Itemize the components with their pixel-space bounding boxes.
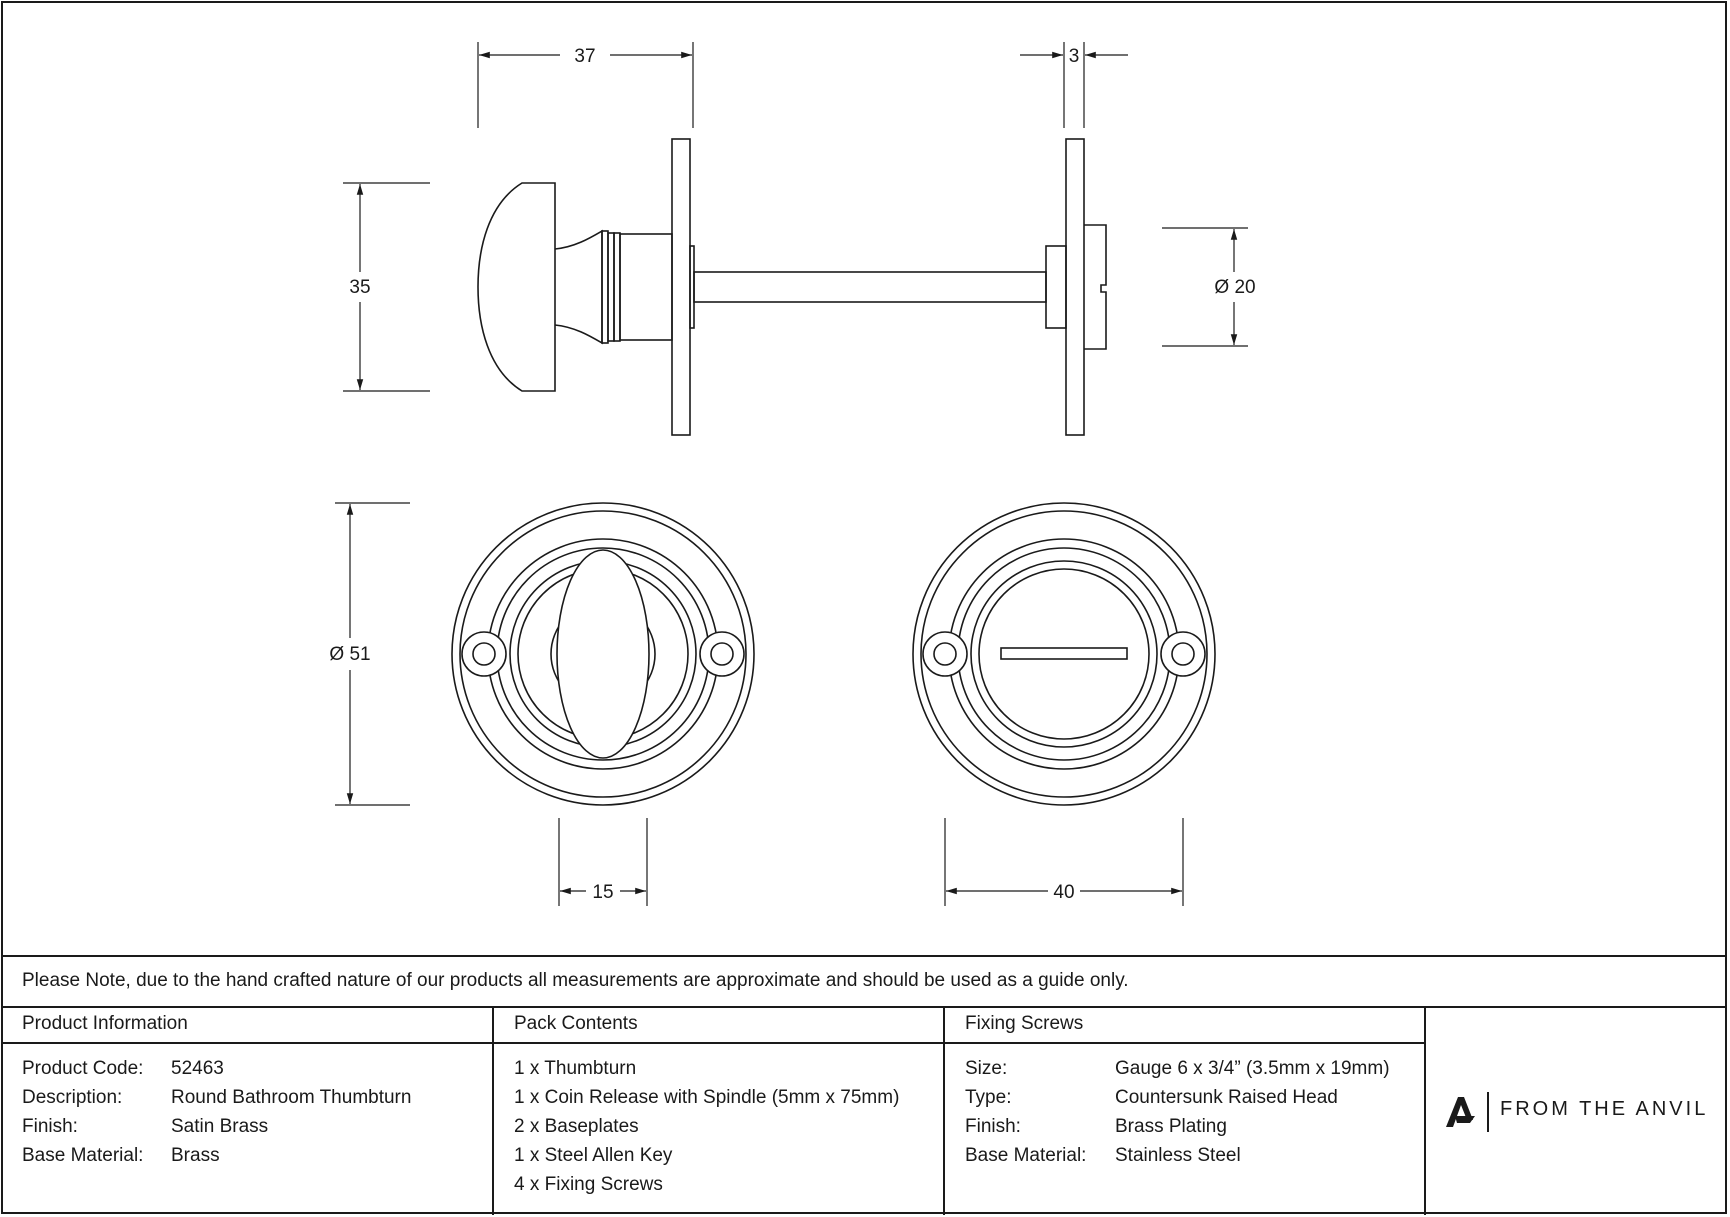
finish-value: Satin Brass bbox=[171, 1116, 269, 1137]
dimension-lines bbox=[335, 42, 1248, 906]
release-ring-4 bbox=[978, 568, 1150, 740]
spindle bbox=[693, 271, 1047, 303]
dim-3-label: 3 bbox=[1069, 46, 1080, 67]
pack-item: 1 x Thumbturn bbox=[514, 1058, 637, 1079]
screw-finish-label: Finish: bbox=[965, 1116, 1021, 1137]
table-top-border bbox=[1, 955, 1727, 957]
anvil-a-logo-icon bbox=[1446, 1097, 1475, 1127]
thumbturn-lever bbox=[556, 549, 650, 759]
thumbturn-side-view bbox=[477, 138, 1107, 436]
pack-item: 2 x Baseplates bbox=[514, 1116, 639, 1137]
screw-lug-right-2 bbox=[1160, 631, 1206, 677]
dim-35-label: 35 bbox=[349, 277, 370, 298]
logo-divider bbox=[1487, 1092, 1489, 1132]
coin-slot bbox=[1000, 647, 1128, 660]
column-divider-1 bbox=[492, 1006, 494, 1215]
base-material-value: Brass bbox=[171, 1145, 220, 1166]
baseplate-left-side bbox=[671, 138, 691, 436]
thumbturn-rose bbox=[619, 233, 673, 341]
pack-item: 1 x Coin Release with Spindle (5mm x 75m… bbox=[514, 1087, 900, 1108]
screw-size-label: Size: bbox=[965, 1058, 1008, 1079]
pack-item: 1 x Steel Allen Key bbox=[514, 1145, 673, 1166]
dim-15-label: 15 bbox=[592, 882, 613, 903]
screw-material-label: Base Material: bbox=[965, 1145, 1087, 1166]
thumbturn-neck bbox=[554, 229, 603, 345]
screw-hole-right bbox=[710, 642, 734, 666]
release-ring-3 bbox=[970, 560, 1158, 748]
dim-37-label: 37 bbox=[574, 46, 595, 67]
product-information-heading: Product Information bbox=[22, 1013, 188, 1034]
collar-ring-2 bbox=[607, 232, 615, 342]
brand-logo: FROM THE ANVIL bbox=[1444, 1090, 1714, 1134]
coin-release-side bbox=[1084, 224, 1107, 350]
screw-hole-left-2 bbox=[933, 642, 957, 666]
dim-dia51-label: Ø 51 bbox=[329, 644, 370, 665]
coin-release-front-view bbox=[912, 502, 1216, 806]
release-ring-2 bbox=[957, 547, 1171, 761]
release-ring-1 bbox=[948, 538, 1180, 770]
collar-ring-1 bbox=[601, 230, 609, 344]
description-value: Round Bathroom Thumbturn bbox=[171, 1087, 412, 1108]
screw-hole-right-2 bbox=[1171, 642, 1195, 666]
screw-lug-left-2 bbox=[922, 631, 968, 677]
description-label: Description: bbox=[22, 1087, 123, 1108]
collar-ring-3 bbox=[613, 232, 621, 342]
screw-lug-right bbox=[699, 631, 745, 677]
spindle-boss-right bbox=[1045, 245, 1067, 329]
screw-size-value: Gauge 6 x 3/4” (3.5mm x 19mm) bbox=[1115, 1058, 1390, 1079]
rose-outer-rim bbox=[451, 502, 755, 806]
pack-contents-heading: Pack Contents bbox=[514, 1013, 638, 1034]
thumbturn-front-view bbox=[451, 502, 755, 806]
screw-type-label: Type: bbox=[965, 1087, 1012, 1108]
screw-type-value: Countersunk Raised Head bbox=[1115, 1087, 1338, 1108]
thumbturn-head bbox=[477, 182, 556, 392]
release-outer-rim bbox=[912, 502, 1216, 806]
fixing-screws-heading: Fixing Screws bbox=[965, 1013, 1084, 1034]
base-material-label: Base Material: bbox=[22, 1145, 144, 1166]
baseplate-right-side bbox=[1065, 138, 1085, 436]
finish-label: Finish: bbox=[22, 1116, 78, 1137]
rose-rim-inner bbox=[459, 510, 747, 798]
approximate-measurements-note: Please Note, due to the hand crafted nat… bbox=[22, 970, 1129, 991]
column-divider-2 bbox=[943, 1006, 945, 1215]
screw-material-value: Stainless Steel bbox=[1115, 1145, 1241, 1166]
column-divider-3 bbox=[1424, 1006, 1426, 1215]
note-divider bbox=[1, 1006, 1727, 1008]
dim-dia20-label: Ø 20 bbox=[1214, 277, 1255, 298]
dim-40-label: 40 bbox=[1053, 882, 1074, 903]
brand-name: FROM THE ANVIL bbox=[1500, 1098, 1709, 1120]
pack-item: 4 x Fixing Screws bbox=[514, 1174, 663, 1195]
screw-hole-left bbox=[472, 642, 496, 666]
screw-finish-value: Brass Plating bbox=[1115, 1116, 1227, 1137]
product-code-value: 52463 bbox=[171, 1058, 224, 1079]
technical-drawing: 37 3 35 Ø 20 Ø 51 15 40 bbox=[329, 42, 1256, 906]
heading-divider bbox=[1, 1042, 1425, 1044]
product-code-label: Product Code: bbox=[22, 1058, 144, 1079]
release-rim-inner bbox=[920, 510, 1208, 798]
screw-lug-left bbox=[461, 631, 507, 677]
